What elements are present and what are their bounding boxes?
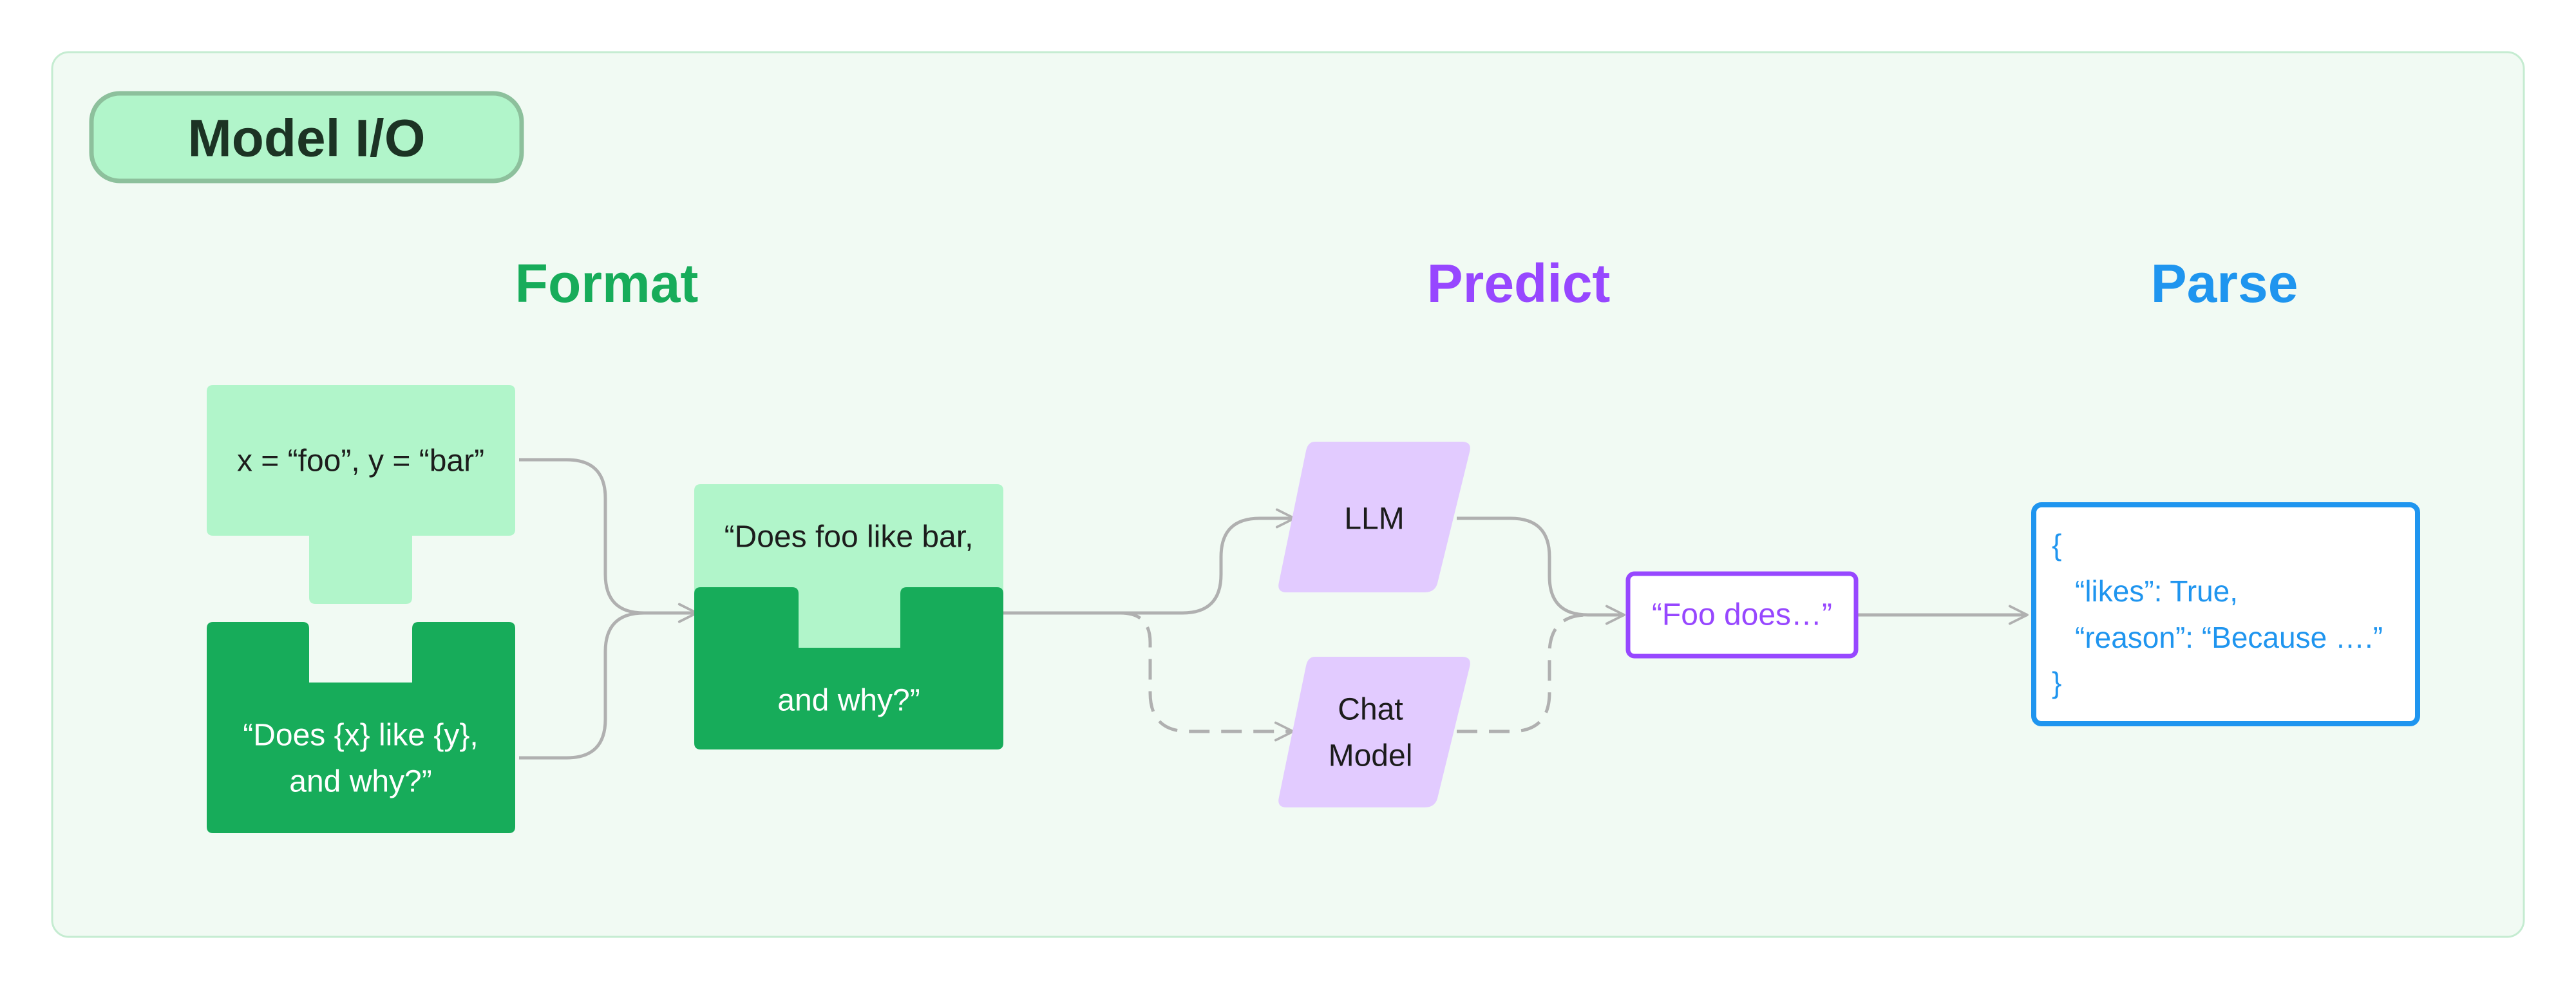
model-io-panel bbox=[51, 51, 2525, 938]
section-title-format: Format bbox=[515, 253, 699, 314]
panel-title: Model I/O bbox=[188, 109, 426, 168]
output-node bbox=[1625, 571, 1859, 659]
section-title-parse: Parse bbox=[2151, 253, 2298, 314]
connector-template-to-prompt bbox=[519, 603, 698, 760]
template-block bbox=[207, 622, 515, 833]
parsed-line-close-brace: } bbox=[2052, 666, 2061, 699]
template-text-line-1: “Does {x} like {y}, bbox=[243, 719, 478, 753]
template-text-line-2: and why?” bbox=[289, 765, 431, 799]
parsed-line-likes: “likes”: True, bbox=[2075, 574, 2238, 608]
parsed-line-reason: “reason”: “Because ….” bbox=[2075, 621, 2383, 654]
parsed-output-node bbox=[2031, 502, 2420, 726]
connector-chat-model-to-output bbox=[1457, 613, 1589, 733]
variables-block bbox=[207, 385, 515, 604]
parsed-line-open-brace: { bbox=[2052, 528, 2061, 561]
llm-node bbox=[1278, 442, 1470, 592]
prompt-text-top: “Does foo like bar, bbox=[724, 520, 974, 554]
prompt-text-bottom: and why?” bbox=[777, 684, 920, 718]
chat-model-label-line-1: Chat bbox=[1338, 693, 1403, 727]
section-title-predict: Predict bbox=[1427, 253, 1611, 314]
llm-label: LLM bbox=[1344, 502, 1404, 536]
output-text: “Foo does…” bbox=[1652, 598, 1832, 632]
variables-text: x = “foo”, y = “bar” bbox=[237, 444, 484, 478]
connector-prompt-to-llm bbox=[1002, 508, 1296, 615]
connector-llm-to-output bbox=[1457, 516, 1625, 625]
title-pill bbox=[89, 91, 524, 184]
chat-model-node bbox=[1278, 657, 1470, 807]
prompt-block-bottom bbox=[694, 587, 1003, 749]
connector-prompt-to-chat-model bbox=[1120, 611, 1294, 742]
connector-variables-to-prompt bbox=[519, 458, 698, 623]
chat-model-label-line-2: Model bbox=[1329, 739, 1413, 773]
